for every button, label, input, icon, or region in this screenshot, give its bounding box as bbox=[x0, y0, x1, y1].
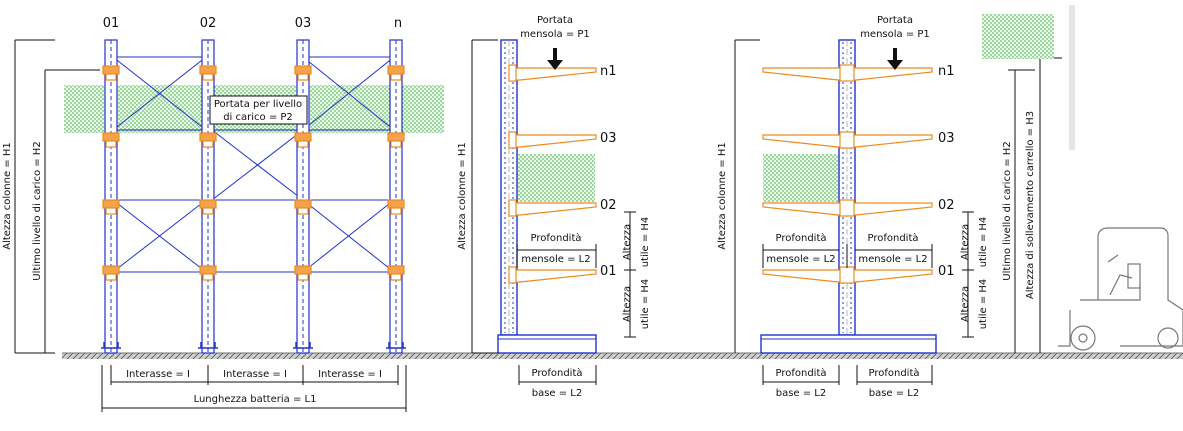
h2-label: Ultimo livello di carico = H2 bbox=[32, 141, 43, 280]
mensole-label: mensole = L2 bbox=[858, 254, 927, 265]
load-block bbox=[515, 154, 595, 202]
h2-label: Ultimo livello di carico = H2 bbox=[1002, 141, 1013, 280]
altezza-label: Altezza bbox=[960, 224, 971, 260]
portata-mensola-line1: Portata bbox=[877, 15, 913, 26]
altezza-label: Altezza bbox=[960, 286, 971, 322]
h3-label: Altezza di sollevamento carrello = H3 bbox=[1025, 111, 1036, 299]
h1-label: Altezza colonne = H1 bbox=[457, 142, 468, 249]
column-label: n bbox=[394, 16, 402, 31]
profondita-label: Profondità bbox=[775, 232, 826, 244]
utile-label: utile = H4 bbox=[978, 279, 989, 330]
level-label: n1 bbox=[600, 64, 617, 79]
load-arrow-icon bbox=[887, 48, 903, 70]
column-label: 02 bbox=[200, 16, 217, 31]
load-arrow-icon bbox=[547, 48, 563, 70]
profondita-label: Profondità bbox=[868, 367, 919, 379]
interasse-label: Interasse = I bbox=[318, 369, 382, 380]
interasse-label: Interasse = I bbox=[126, 369, 190, 380]
base-label: base = L2 bbox=[776, 388, 827, 399]
level-label: 01 bbox=[938, 264, 955, 279]
lunghezza-label: Lunghezza batteria = L1 bbox=[194, 394, 317, 405]
utile-label: utile = H4 bbox=[640, 279, 651, 330]
portata-livello-line2: di carico = P2 bbox=[223, 112, 293, 123]
portata-livello-box bbox=[209, 95, 308, 125]
utile-label: utile = H4 bbox=[978, 217, 989, 268]
double-side-view: Portata mensola = P1 n1 03 02 01 Altezza… bbox=[717, 5, 1075, 399]
level-label: 03 bbox=[938, 131, 955, 146]
level-label: 02 bbox=[600, 198, 617, 213]
floor bbox=[62, 353, 1183, 359]
level-label: 01 bbox=[600, 264, 617, 279]
utile-label: utile = H4 bbox=[640, 217, 651, 268]
mensole-label: mensole = L2 bbox=[521, 254, 590, 265]
mensole-label: mensole = L2 bbox=[766, 254, 835, 265]
column-label: 01 bbox=[103, 16, 120, 31]
profondita-label: Profondità bbox=[530, 232, 581, 244]
profondita-label: Profondità bbox=[867, 232, 918, 244]
altezza-label: Altezza bbox=[622, 224, 633, 260]
portata-mensola-line2: mensola = P1 bbox=[520, 29, 590, 40]
column-label: 03 bbox=[295, 16, 312, 31]
forklift-icon bbox=[1058, 227, 1183, 351]
single-side-view: Portata mensola = P1 n1 03 02 01 Altezza… bbox=[457, 15, 651, 399]
portata-mensola-line2: mensola = P1 bbox=[860, 29, 930, 40]
load-block bbox=[982, 14, 1054, 59]
level-label: 02 bbox=[938, 198, 955, 213]
portata-mensola-line1: Portata bbox=[537, 15, 573, 26]
h1-label: Altezza colonne = H1 bbox=[2, 142, 13, 249]
h1-label: Altezza colonne = H1 bbox=[717, 142, 728, 249]
altezza-label: Altezza bbox=[622, 286, 633, 322]
profondita-label: Profondità bbox=[531, 367, 582, 379]
level-label: n1 bbox=[938, 64, 955, 79]
load-block bbox=[763, 154, 843, 202]
portata-livello-line1: Portata per livello bbox=[214, 99, 302, 110]
profondita-label: Profondità bbox=[775, 367, 826, 379]
base-label: base = L2 bbox=[532, 388, 583, 399]
front-view: 01 02 03 n Portata per livello di carico… bbox=[2, 16, 444, 412]
base-label: base = L2 bbox=[869, 388, 920, 399]
interasse-label: Interasse = I bbox=[223, 369, 287, 380]
level-label: 03 bbox=[600, 131, 617, 146]
